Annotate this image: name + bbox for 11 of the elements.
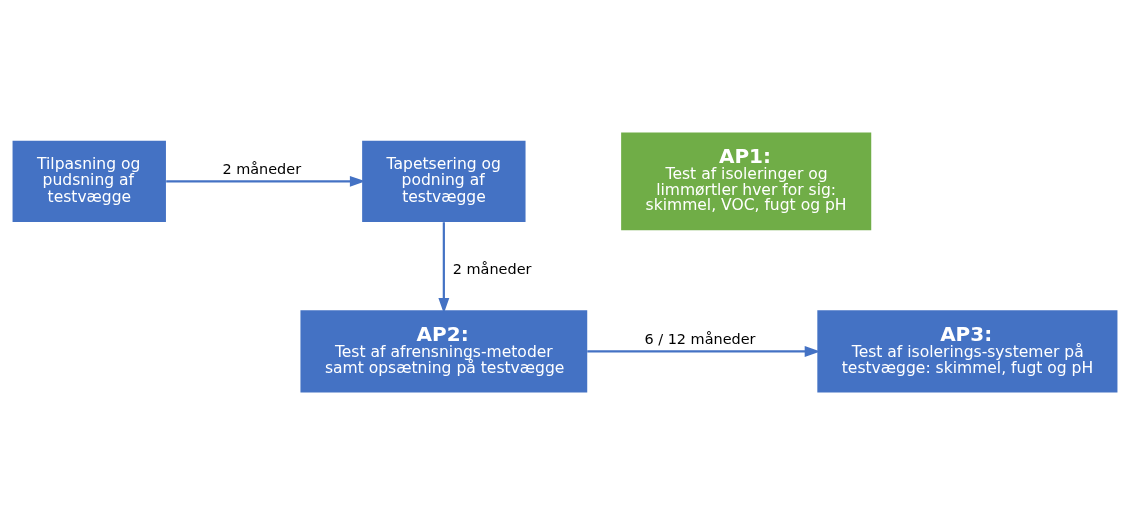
node-box: AP2: Test af afrensnings-metoder samt opsætning på testvægge [300,310,588,393]
edge-label: 2 måneder [222,161,302,178]
node-box: AP3: Test af isolerings-systemer på testvægge: skimmel, fugt og pH [817,310,1118,393]
node-box: Tilpasning og pudsning af testvægge [12,140,166,222]
edge-label: 2 måneder [452,261,532,278]
arrow [587,345,821,357]
node-box: Tapetsering og podning af testvægge [362,140,526,222]
arrow [166,175,366,187]
node-box: AP1: Test af isoleringer og limmørtler hver for sig: skimmel, VOC, fugt og pH [621,132,872,231]
arrow [438,222,450,314]
edge-label: 6 / 12 måneder [644,331,756,348]
